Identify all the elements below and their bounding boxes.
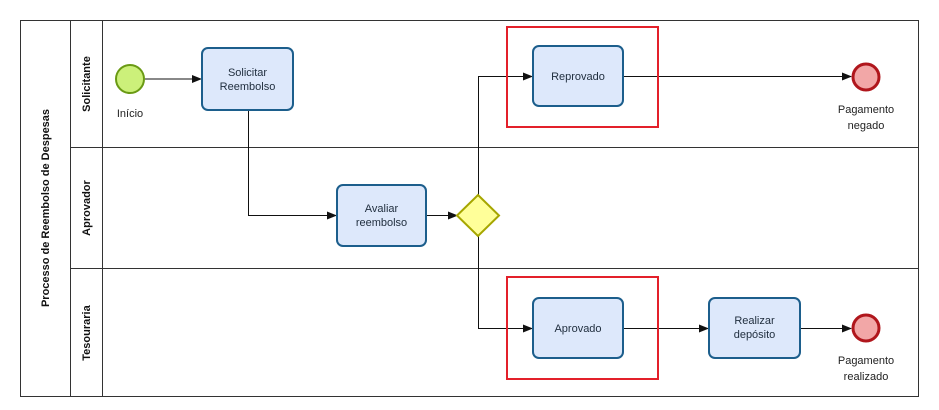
end-event-negado-label-line1: Pagamento bbox=[838, 104, 894, 116]
start-event[interactable]: Início bbox=[115, 64, 145, 120]
task-aprovado[interactable]: Aprovado bbox=[532, 297, 624, 359]
gateway-diamond bbox=[455, 193, 501, 238]
flow-gateway-to-aprovado bbox=[478, 236, 533, 333]
task-avaliar-reembolso[interactable]: Avaliar reembolso bbox=[336, 184, 427, 247]
task-deposito-line2: depósito bbox=[734, 329, 776, 341]
task-avaliar-box bbox=[336, 184, 427, 247]
start-event-label: Início bbox=[117, 108, 143, 120]
highlight-box-aprovado bbox=[506, 276, 659, 380]
end-event-realizado-circle bbox=[851, 313, 881, 343]
task-solicitar-line1: Solicitar bbox=[228, 67, 267, 79]
lane-title-tesouraria: Tesouraria bbox=[81, 304, 93, 360]
task-solicitar-reembolso[interactable]: Solicitar Reembolso bbox=[201, 47, 294, 111]
task-deposito-box bbox=[708, 297, 801, 359]
end-event-realizado-label-line1: Pagamento bbox=[838, 355, 894, 367]
lane-title-solicitante: Solicitante bbox=[81, 56, 93, 112]
task-aprovado-box bbox=[532, 297, 624, 359]
task-reprovado-box bbox=[532, 45, 624, 107]
end-event-pagamento-negado[interactable]: Pagamento negado bbox=[838, 62, 894, 132]
flow-gateway-to-reprovado bbox=[478, 72, 533, 195]
end-event-negado-circle bbox=[851, 62, 881, 92]
flow-solicitar-to-avaliar bbox=[248, 110, 337, 220]
pool-title: Processo de Reembolso de Despesas bbox=[40, 109, 52, 307]
task-solicitar-box bbox=[201, 47, 294, 111]
end-event-realizado-label-line2: realizado bbox=[844, 371, 889, 383]
task-reprovado[interactable]: Reprovado bbox=[532, 45, 624, 107]
task-solicitar-line2: Reembolso bbox=[220, 81, 276, 93]
end-event-negado-label-line2: negado bbox=[848, 120, 885, 132]
highlight-box-reprovado bbox=[506, 26, 659, 128]
task-avaliar-line2: reembolso bbox=[356, 217, 407, 229]
task-avaliar-line1: Avaliar bbox=[365, 203, 399, 215]
exclusive-gateway[interactable] bbox=[455, 193, 501, 238]
end-event-pagamento-realizado[interactable]: Pagamento realizado bbox=[838, 313, 894, 383]
task-realizar-deposito[interactable]: Realizar depósito bbox=[708, 297, 801, 359]
start-event-circle bbox=[115, 64, 145, 94]
task-aprovado-label: Aprovado bbox=[554, 323, 601, 335]
task-deposito-line1: Realizar bbox=[734, 315, 775, 327]
sequence-flows bbox=[145, 72, 852, 333]
lane-title-aprovador: Aprovador bbox=[81, 179, 93, 235]
task-reprovado-label: Reprovado bbox=[551, 71, 605, 83]
